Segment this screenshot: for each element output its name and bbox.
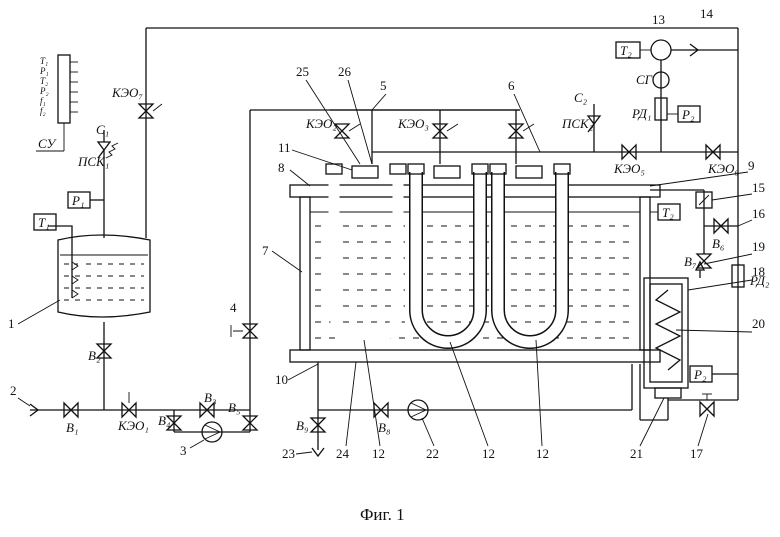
callout-12b: 12 xyxy=(482,446,495,461)
callout-17: 18 xyxy=(752,264,765,279)
panel-row-label: T₂ xyxy=(40,76,48,86)
u-tube-3 xyxy=(490,164,570,342)
valve-20[interactable] xyxy=(700,402,714,416)
valve-v6-label: В₆ xyxy=(712,236,724,251)
consumer-2-label: С₂ xyxy=(574,90,588,105)
valve-keo3-label: КЭО₃ xyxy=(397,116,429,131)
valve-v5-label: В₅ xyxy=(228,400,240,415)
valve-v9-label: В₉ xyxy=(296,418,308,433)
u-tube-2 xyxy=(408,164,488,342)
panel-row-label: f₂ xyxy=(40,106,46,116)
gas-generator-label: СГ xyxy=(636,72,653,87)
valve-v7[interactable] xyxy=(697,254,711,268)
panel-row-label: P₂ xyxy=(39,86,49,96)
callout-4: 4 xyxy=(230,300,237,315)
panel-row-label: f₁ xyxy=(40,96,46,106)
valve-v2-label: В₂ xyxy=(88,348,101,363)
callout-6: 6 xyxy=(508,78,515,93)
valve-keo7-label: КЭО₇ xyxy=(111,85,143,100)
flow-regulator-rd1-label: РД₁ xyxy=(631,106,651,121)
pressure-sensor-p2a: P₂ xyxy=(681,107,695,122)
callout-20: 17 xyxy=(690,446,704,461)
control-panel: T₁ P₁ T₂ P₂ f₁ f₂ СУ xyxy=(36,55,78,151)
callout-24: 24 xyxy=(336,446,350,461)
safety-valve-1-label: ПСК₁ xyxy=(77,154,109,169)
valve-v1-label: В₁ xyxy=(66,420,78,435)
callout-16: 16 xyxy=(752,206,766,221)
valve-v4-label: В₄ xyxy=(158,413,171,428)
pressure-sensor-p2b: P₂ xyxy=(693,367,707,382)
compressor-13 xyxy=(651,40,671,60)
temp-sensor-t2a: T₂ xyxy=(620,43,632,58)
valve-keo1-label: КЭО₁ xyxy=(117,418,149,433)
callout-18: 19 xyxy=(752,239,765,254)
panel-row-label: P₁ xyxy=(39,66,49,76)
callout-1: 1 xyxy=(8,316,15,331)
figure-caption: Фиг. 1 xyxy=(360,505,405,524)
callout-22: 22 xyxy=(426,446,439,461)
heater-3 xyxy=(516,166,542,178)
valve-v7-label: В₇ xyxy=(684,254,697,269)
valve-v8-label: В₈ xyxy=(378,420,391,435)
callout-26: 26 xyxy=(338,64,352,79)
callout-25: 25 xyxy=(296,64,309,79)
heater-1 xyxy=(352,166,378,178)
callout-19: 20 xyxy=(752,316,765,331)
callout-5: 5 xyxy=(380,78,387,93)
callout-2: 2 xyxy=(10,383,17,398)
panel-title: СУ xyxy=(38,136,57,151)
pressure-sensor-p1-label: P₁ xyxy=(71,193,84,208)
valve-keo5-label: КЭО₅ xyxy=(613,161,645,176)
valve-keo2-label: КЭО₂ xyxy=(305,116,337,131)
temp-sensor-t2b: T₂ xyxy=(662,205,674,220)
callout-9: 9 xyxy=(748,158,755,173)
storage-tank-1: T₁ xyxy=(34,214,150,317)
callout-23: 23 xyxy=(282,446,295,461)
callout-3: 3 xyxy=(180,443,187,458)
callout-13: 13 xyxy=(652,12,665,27)
heater-2 xyxy=(434,166,460,178)
valve-v3-label: В₃ xyxy=(204,390,216,405)
consumer-1-label: С₁ xyxy=(96,122,109,137)
callout-10: 10 xyxy=(275,372,288,387)
callout-21: 21 xyxy=(630,446,643,461)
callout-14: 14 xyxy=(700,6,714,21)
safety-valve-2-label: ПСК₂ xyxy=(561,116,594,131)
callout-12a: 12 xyxy=(372,446,385,461)
temp-sensor-t1: T₁ xyxy=(38,215,50,230)
callout-8: 8 xyxy=(278,160,285,175)
callout-11: 11 xyxy=(278,140,291,155)
callout-15: 15 xyxy=(752,180,765,195)
panel-row-label: T₁ xyxy=(40,56,48,66)
u-tube-1 xyxy=(326,164,406,342)
callout-7: 7 xyxy=(262,243,269,258)
callout-12c: 12 xyxy=(536,446,549,461)
